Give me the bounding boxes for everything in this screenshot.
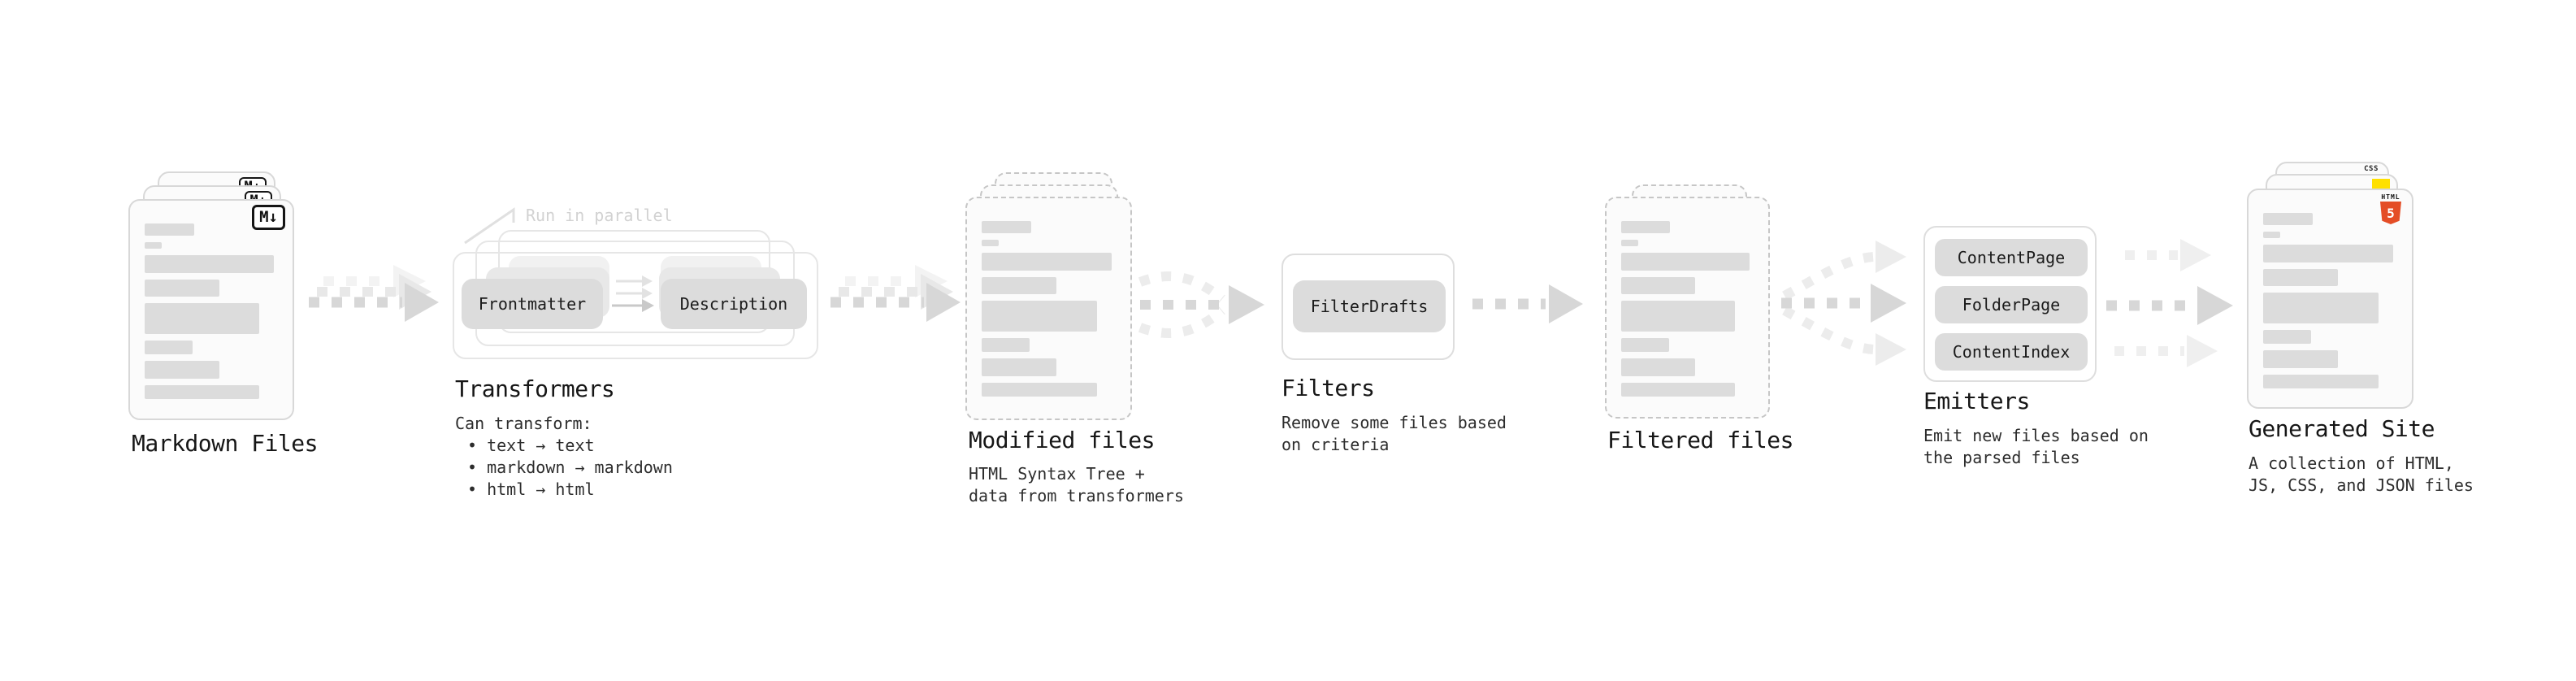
filtered-file-card — [1605, 197, 1770, 419]
placeholder-text-bar — [2263, 350, 2339, 368]
stage-label-filters: Filters — [1281, 375, 1375, 401]
generated-html-file-card: HTML 5 — [2247, 189, 2413, 409]
transformers-desc-title: Can transform: — [455, 414, 592, 433]
stage-label-markdown-files: Markdown Files — [132, 430, 319, 457]
transformer-plugin-description: Description — [661, 279, 807, 329]
html5-icon-number: 5 — [2387, 205, 2395, 221]
stage-label-transformers: Transformers — [455, 375, 615, 402]
placeholder-text-bar — [982, 240, 1000, 246]
placeholder-text-bar — [1621, 301, 1736, 332]
arrow-filters-to-filtered — [1472, 284, 1583, 323]
css-icon-label: CSS — [2364, 165, 2379, 173]
placeholder-text-bar — [982, 338, 1030, 352]
placeholder-text-bar — [145, 223, 194, 236]
emitter-plugin-contentindex: ContentIndex — [1935, 333, 2088, 371]
placeholder-text-bar — [2263, 245, 2394, 262]
placeholder-text-bar — [145, 361, 219, 379]
placeholder-text-bar — [2263, 293, 2379, 323]
placeholder-text-bar — [982, 253, 1112, 271]
filters-box: FilterDrafts — [1281, 254, 1455, 360]
placeholder-text-bar — [145, 280, 219, 297]
transform-bullet: • html → html — [467, 479, 595, 499]
placeholder-text-bar — [1621, 358, 1696, 376]
placeholder-text-bar — [1621, 277, 1696, 294]
placeholder-text-bar — [2263, 330, 2312, 344]
generated-site-desc: A collection of HTML, JS, CSS, and JSON … — [2249, 453, 2474, 495]
html5-icon-label: HTML — [2381, 193, 2400, 201]
arrow-filtered-to-emitters — [1781, 241, 1906, 366]
placeholder-text-bar — [2263, 269, 2339, 286]
js-icon — [2372, 179, 2390, 189]
stage-label-modified-files: Modified files — [969, 427, 1156, 453]
emitters-desc: Emit new files based on the parsed files — [1923, 426, 2149, 467]
placeholder-text-bar — [1621, 253, 1750, 271]
stage-label-generated-site: Generated Site — [2249, 415, 2435, 442]
markdown-icon: M↓ — [252, 205, 285, 230]
emitters-box: ContentPage FolderPage ContentIndex — [1923, 226, 2097, 382]
stage-label-filtered-files: Filtered files — [1607, 427, 1794, 453]
file-content-placeholder — [2263, 213, 2397, 388]
transformer-plugin-frontmatter: Frontmatter — [462, 279, 603, 329]
file-content-placeholder — [145, 223, 278, 399]
placeholder-text-bar — [145, 255, 275, 273]
arrow-markdown-to-transformers — [309, 265, 439, 322]
placeholder-text-bar — [982, 221, 1032, 233]
placeholder-text-bar — [145, 385, 260, 399]
placeholder-text-bar — [2263, 213, 2314, 225]
transform-bullet: • markdown → markdown — [467, 458, 673, 477]
emitter-plugin-contentpage: ContentPage — [1935, 239, 2088, 276]
placeholder-text-bar — [145, 340, 193, 354]
placeholder-text-bar — [1621, 240, 1639, 246]
placeholder-text-bar — [145, 242, 163, 249]
stage-label-emitters: Emitters — [1923, 388, 2030, 414]
placeholder-text-bar — [982, 383, 1097, 397]
markdown-file-card: M↓ — [128, 199, 294, 420]
placeholder-text-bar — [2263, 232, 2281, 238]
placeholder-text-bar — [145, 303, 260, 334]
file-content-placeholder — [1621, 221, 1754, 397]
modified-files-desc: HTML Syntax Tree + data from transformer… — [969, 464, 1184, 505]
html5-icon: HTML 5 — [2379, 194, 2402, 224]
transformers-bullets: • text → text • markdown → markdown • ht… — [467, 435, 673, 501]
file-content-placeholder — [982, 221, 1116, 397]
arrow-modified-to-filters — [1138, 271, 1264, 339]
placeholder-text-bar — [1621, 221, 1671, 233]
transform-bullet: • text → text — [467, 436, 595, 455]
placeholder-text-bar — [982, 301, 1097, 332]
arrow-transformers-to-modified — [830, 265, 961, 322]
html5-icon-shield: 5 — [2380, 202, 2401, 224]
filter-plugin-filterdrafts: FilterDrafts — [1293, 280, 1446, 332]
modified-file-card — [965, 197, 1132, 420]
placeholder-text-bar — [982, 277, 1057, 294]
transformer-container-front — [453, 252, 818, 359]
placeholder-text-bar — [1621, 383, 1736, 397]
placeholder-text-bar — [982, 358, 1057, 376]
emitter-plugin-folderpage: FolderPage — [1935, 286, 2088, 323]
run-in-parallel-note: Run in parallel — [526, 206, 673, 225]
arrow-emitters-to-generated — [2106, 239, 2233, 367]
placeholder-text-bar — [2263, 375, 2379, 388]
filters-desc: Remove some files based on criteria — [1281, 413, 1507, 454]
placeholder-text-bar — [1621, 338, 1669, 352]
